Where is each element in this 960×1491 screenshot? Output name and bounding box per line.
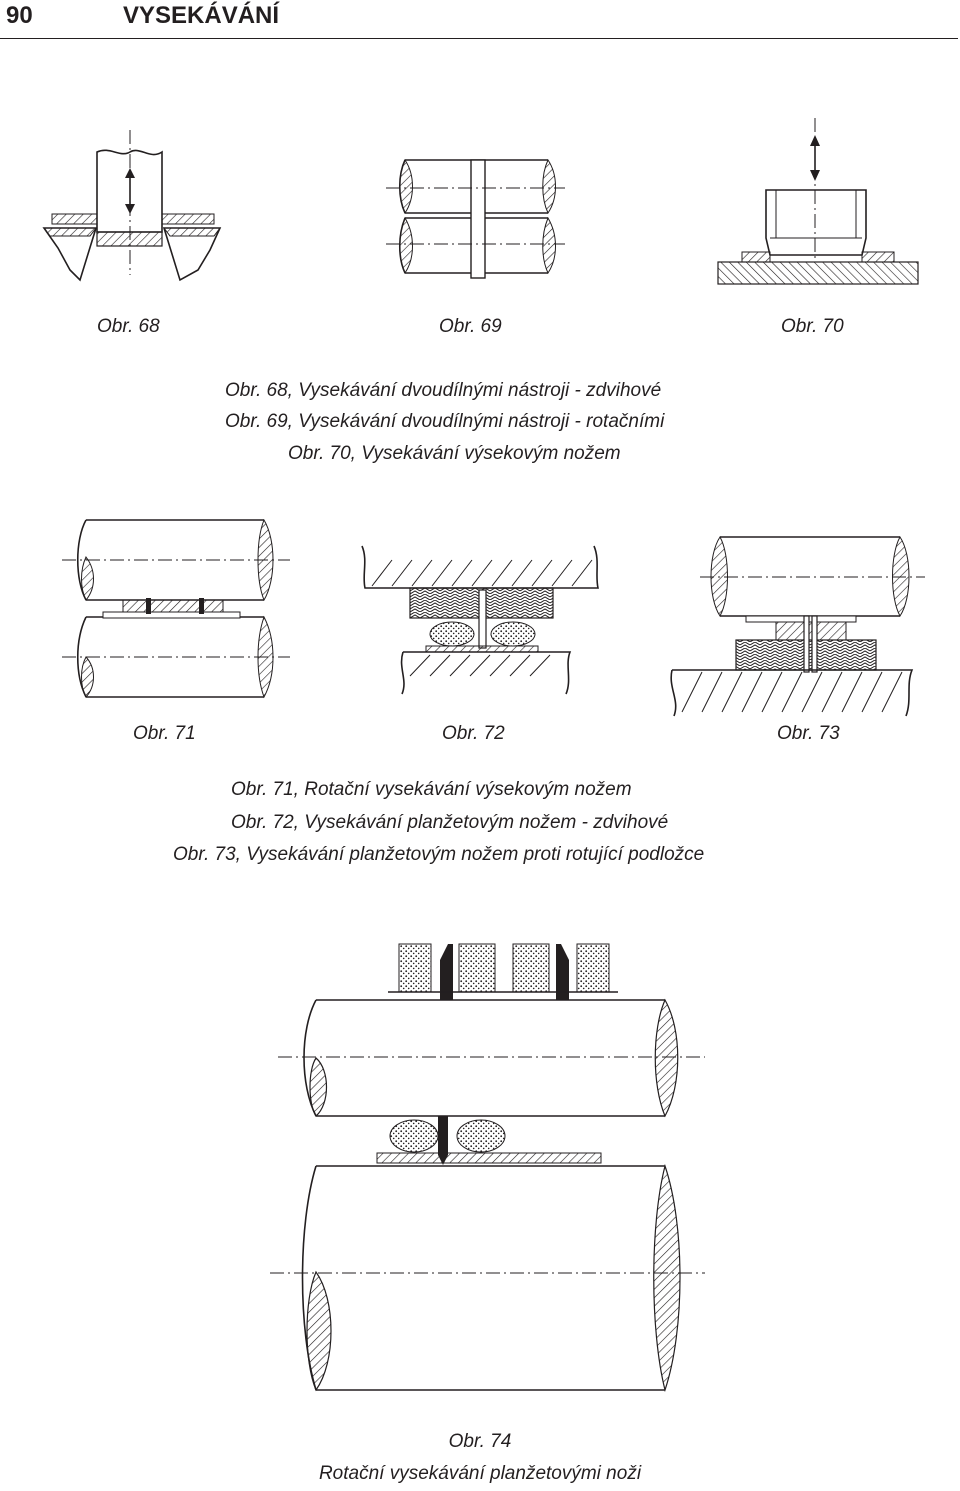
figure-68-drawing [42,130,222,282]
caption-68: Obr. 68, Vysekávání dvoudílnými nástroji… [225,380,662,401]
figure-71-label: Obr. 71 [133,723,196,744]
figure-69-drawing [386,158,565,279]
figure-72-drawing [361,545,600,695]
figure-73-drawing [670,536,925,717]
caption-73: Obr. 73, Vysekávání planžetovým nožem pr… [173,844,705,865]
figure-72-label: Obr. 72 [442,723,505,744]
chapter-title: VYSEKÁVÁNÍ [123,2,280,29]
page-number: 90 [6,2,33,29]
figure-68-label: Obr. 68 [97,316,160,337]
figure-70-label: Obr. 70 [781,316,844,337]
header-rule [0,38,958,39]
figure-69-label: Obr. 69 [439,316,502,337]
figure-74-drawing [270,943,705,1393]
caption-70: Obr. 70, Vysekávání výsekovým nožem [288,443,621,464]
figure-74-label: Obr. 74 [448,1431,512,1452]
figure-70-drawing [717,118,919,285]
caption-72: Obr. 72, Vysekávání planžetovým nožem - … [231,812,669,833]
figure-73-label: Obr. 73 [777,723,840,744]
caption-71: Obr. 71, Rotační vysekávání výsekovým no… [231,779,632,800]
caption-69: Obr. 69, Vysekávání dvoudílnými nástroji… [225,411,665,432]
caption-74: Rotační vysekávání planžetovými noži [318,1463,642,1484]
figure-71-drawing [62,518,290,699]
